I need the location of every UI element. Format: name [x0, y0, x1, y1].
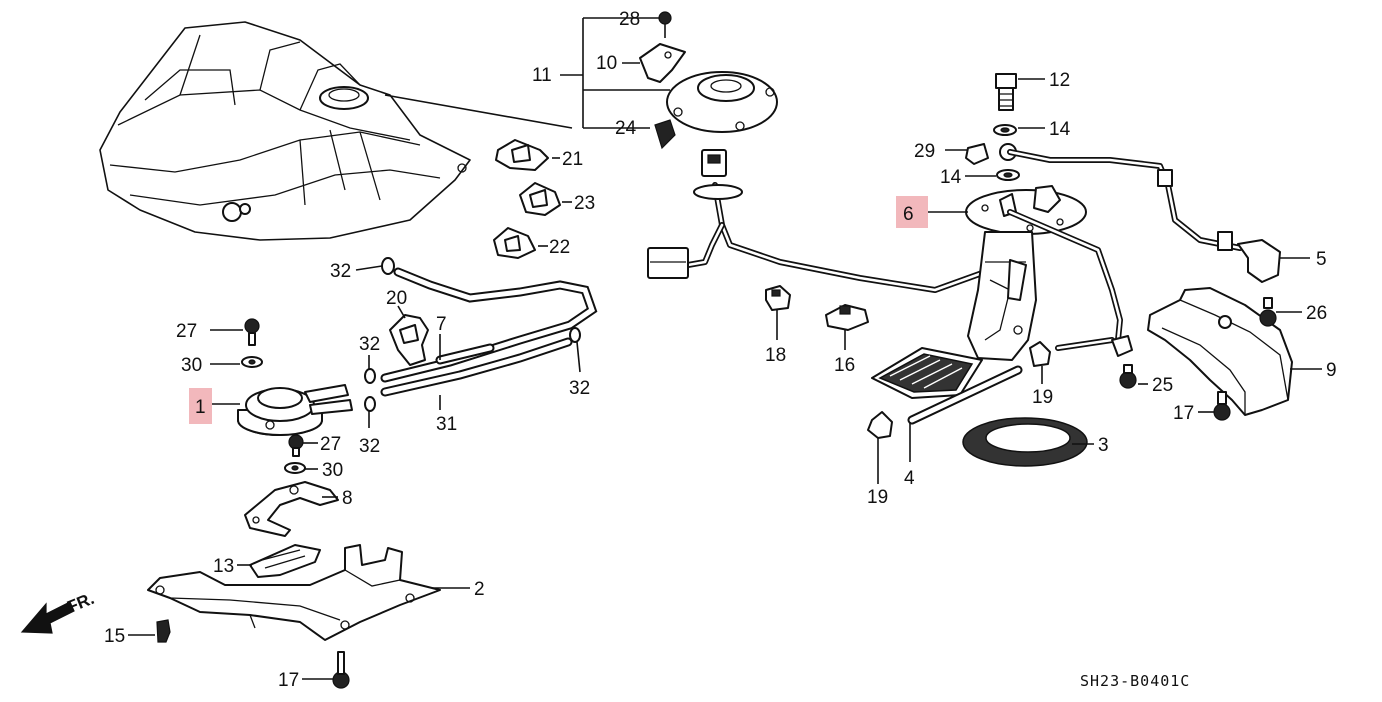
diagram-code: SH23-B0401C — [1080, 672, 1190, 690]
callout-19-left: 19 — [867, 487, 888, 508]
fuel-pump-guard — [1147, 287, 1293, 421]
callout-19-right: 19 — [1032, 387, 1053, 408]
callout-16: 16 — [834, 355, 855, 376]
callout-32-mid: 32 — [359, 334, 380, 355]
callout-23: 23 — [574, 193, 595, 214]
highlight-part-6 — [896, 196, 928, 228]
callout-5: 5 — [1316, 249, 1327, 270]
front-direction-label: FR. — [64, 589, 97, 617]
callout-15: 15 — [104, 626, 125, 647]
callout-20: 20 — [386, 288, 407, 309]
callout-31: 31 — [436, 414, 457, 435]
callout-32-bottom: 32 — [359, 436, 380, 457]
callout-17-right: 17 — [1173, 403, 1194, 424]
callout-22: 22 — [549, 237, 570, 258]
callout-18: 18 — [765, 345, 786, 366]
callout-28: 28 — [619, 9, 640, 30]
callout-24: 24 — [615, 118, 637, 139]
callout-12: 12 — [1049, 70, 1070, 91]
highlight-part-1 — [189, 388, 212, 424]
callout-32-right: 32 — [569, 378, 590, 399]
callout-25: 25 — [1152, 375, 1173, 396]
callout-3: 3 — [1098, 435, 1109, 456]
callout-30-lower: 30 — [322, 460, 343, 481]
callout-4: 4 — [904, 468, 915, 489]
callout-1: 1 — [195, 397, 206, 418]
fuel-pump-cover-group — [560, 11, 778, 150]
fuel-hoses — [364, 257, 598, 412]
callout-27-upper: 27 — [176, 321, 197, 342]
callout-labels: 1 2 3 4 5 6 7 8 9 10 11 12 13 14 14 15 1… — [104, 9, 1337, 691]
callout-9: 9 — [1326, 360, 1337, 381]
callout-17-bottom: 17 — [278, 670, 299, 691]
callout-2: 2 — [474, 579, 485, 600]
fuel-pump-unit — [867, 73, 1281, 467]
callout-10: 10 — [596, 53, 617, 74]
callout-27-lower: 27 — [320, 434, 341, 455]
callout-14-lower: 14 — [940, 167, 962, 188]
fuel-tank — [99, 21, 573, 241]
front-direction-arrow: FR. — [20, 589, 97, 634]
callout-32-top: 32 — [330, 261, 351, 282]
callout-21: 21 — [562, 149, 583, 170]
hose-clips — [493, 139, 561, 259]
callout-13: 13 — [213, 556, 234, 577]
callout-30-upper: 30 — [181, 355, 202, 376]
callout-29: 29 — [914, 141, 935, 162]
pressure-regulator-assembly — [147, 318, 441, 689]
callout-11: 11 — [532, 65, 552, 86]
callout-6: 6 — [903, 204, 914, 225]
callout-14-upper: 14 — [1049, 119, 1071, 140]
callout-7: 7 — [436, 314, 447, 335]
callout-26: 26 — [1306, 303, 1327, 324]
wire-harness — [647, 149, 1013, 331]
leader-lines — [128, 17, 1322, 680]
callout-8: 8 — [342, 488, 353, 509]
